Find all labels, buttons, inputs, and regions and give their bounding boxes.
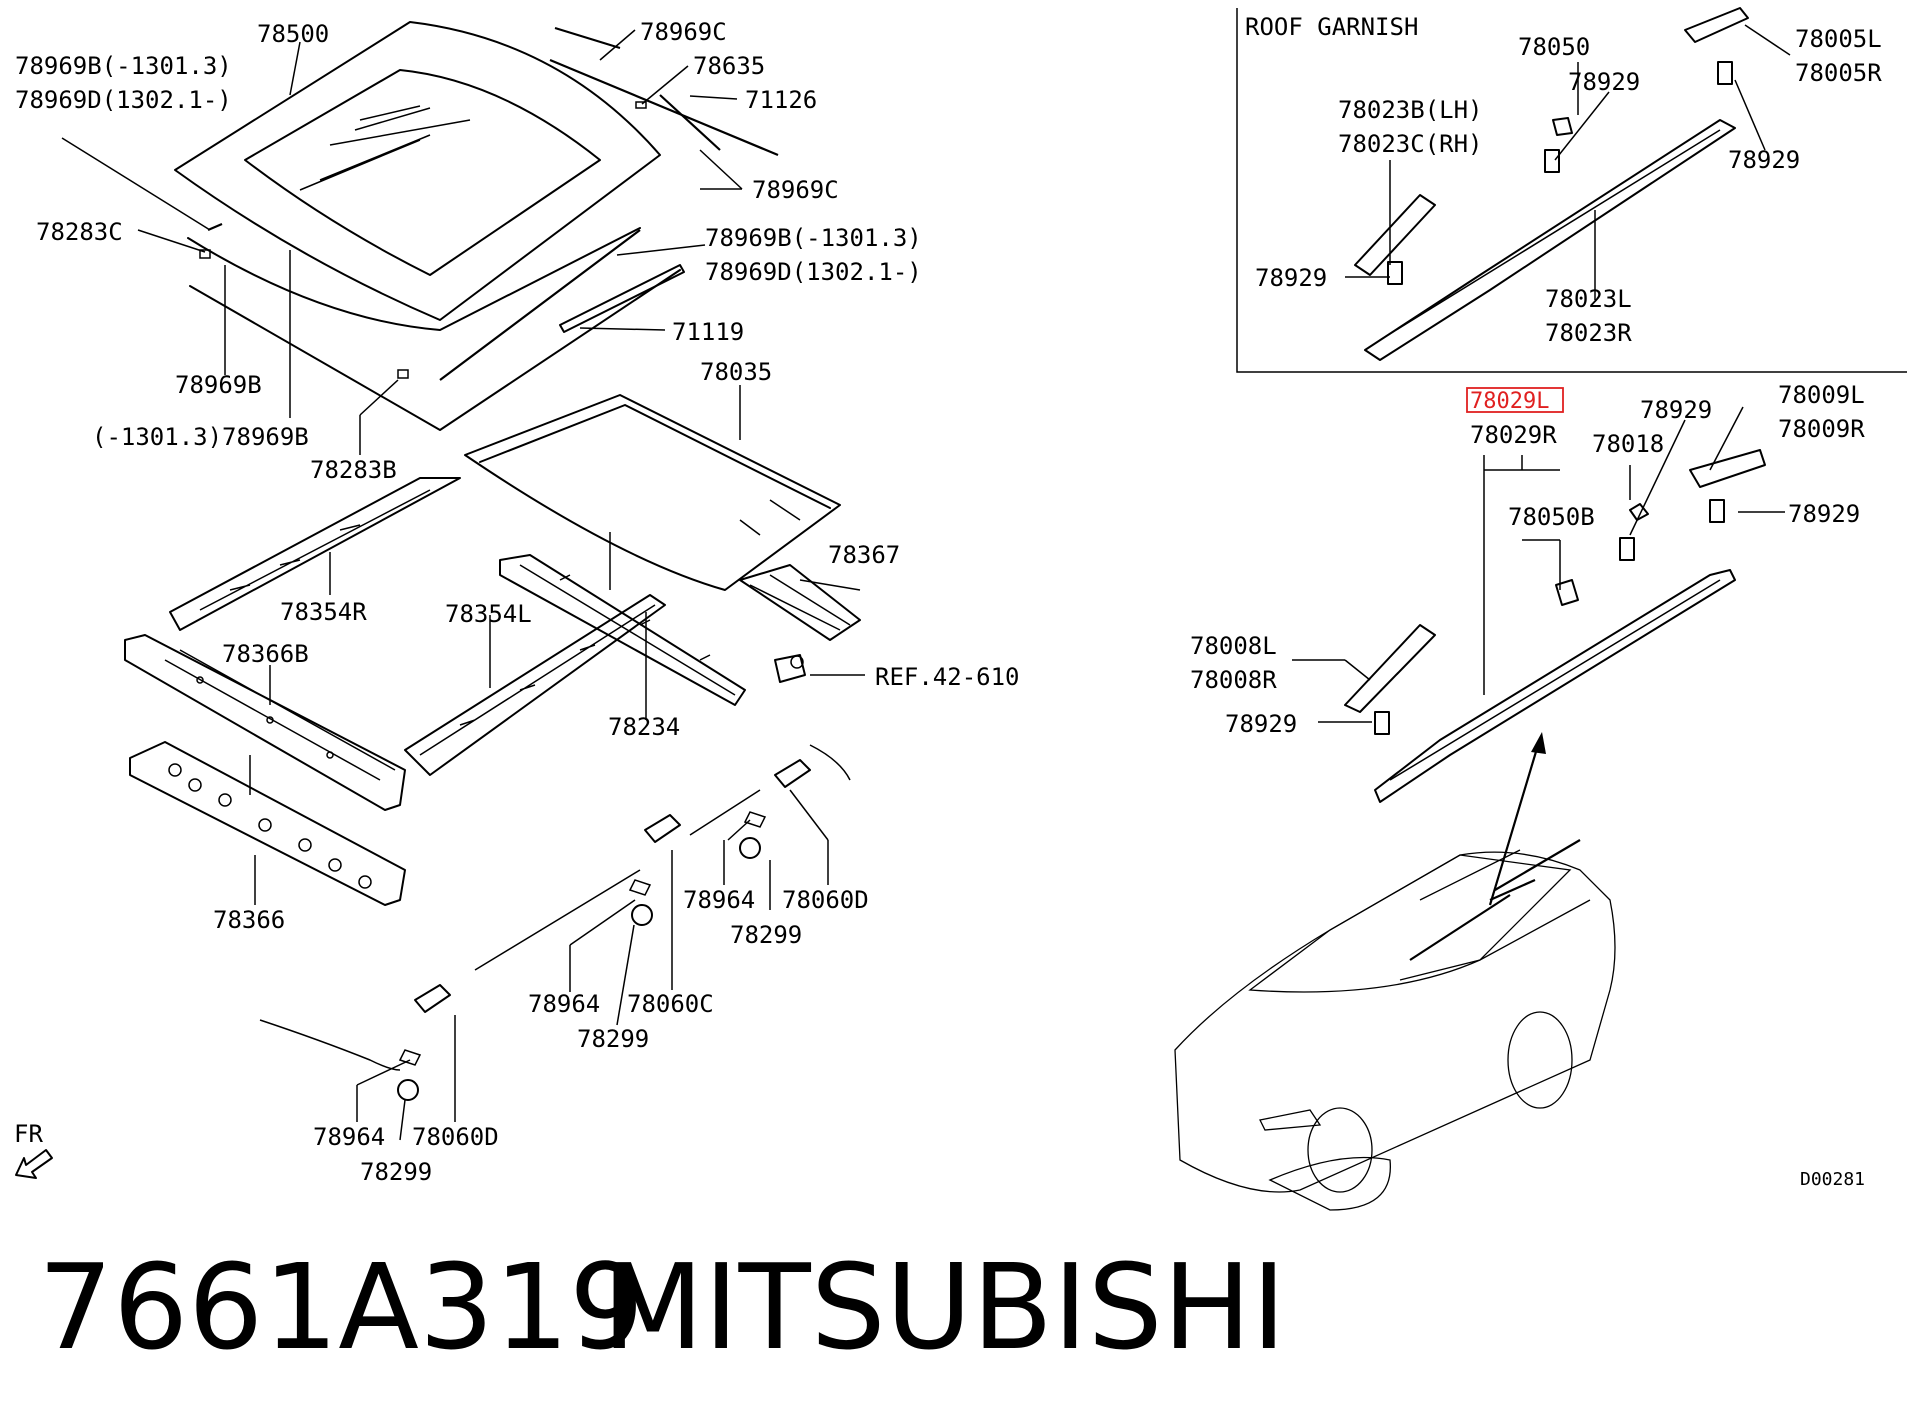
roof-headliner-78035 <box>464 394 841 591</box>
roof-bow-78366 <box>129 741 406 906</box>
callout: 78929 <box>1255 264 1327 292</box>
callout: 78354R <box>280 598 367 626</box>
roof-bow-78366b <box>124 634 406 811</box>
roof-molding-strips <box>199 26 779 381</box>
part-number: 7661A319 <box>38 1238 644 1376</box>
callout: 78964 <box>683 886 755 914</box>
roof-rail-78354r <box>169 477 461 631</box>
brand-name: MITSUBISHI <box>602 1238 1286 1376</box>
callout: 78299 <box>577 1025 649 1053</box>
callout: 78009R <box>1778 415 1865 443</box>
callout: 78929 <box>1225 710 1297 738</box>
callout: 78366B <box>222 640 309 668</box>
callout-highlighted: 78029L <box>1470 389 1549 414</box>
callout: 78023L <box>1545 285 1632 313</box>
callout: 78366 <box>213 906 285 934</box>
callout: 78964 <box>313 1123 385 1151</box>
callout: 78969D(1302.1-) <box>705 258 922 286</box>
callout-labels: 78500 78969C 78635 71126 78969C 78969B(-… <box>14 13 1882 1190</box>
body-side-outline <box>259 744 851 1071</box>
detail-arrow <box>1488 732 1546 906</box>
callout: 78969D(1302.1-) <box>15 86 232 114</box>
callout: 78008L <box>1190 632 1277 660</box>
roof-garnish-inset <box>1236 7 1907 373</box>
callout: 78018 <box>1592 430 1664 458</box>
callout: 78029R <box>1470 421 1557 449</box>
roof-bow-78234 <box>499 554 746 706</box>
callout: 71119 <box>672 318 744 346</box>
callout: 78929 <box>1728 146 1800 174</box>
direction-label: FR <box>14 1120 43 1148</box>
roof-rail-78354l <box>404 594 666 776</box>
callout: 78929 <box>1788 500 1860 528</box>
callout: 78035 <box>700 358 772 386</box>
roof-glass-panel <box>174 21 681 431</box>
callout: 78283B <box>310 456 397 484</box>
callout: 78969C <box>640 18 727 46</box>
callout: 78969B(-1301.3) <box>15 52 232 80</box>
drawing-code: D00281 <box>1800 1169 1865 1190</box>
callout: 78969C <box>752 176 839 204</box>
callout: 78050 <box>1518 33 1590 61</box>
callout: 78234 <box>608 713 680 741</box>
callout: 78050B <box>1508 503 1595 531</box>
callout: 78299 <box>730 921 802 949</box>
callout: 78299 <box>360 1158 432 1186</box>
callout: 78367 <box>828 541 900 569</box>
callout: 78009L <box>1778 381 1865 409</box>
callout: 78023R <box>1545 319 1632 347</box>
callout: REF.42-610 <box>875 663 1020 691</box>
callout: 78969B(-1301.3) <box>705 224 922 252</box>
inset-title: ROOF GARNISH <box>1245 13 1418 41</box>
callout: 78005R <box>1795 59 1882 87</box>
highlight-box <box>1466 387 1564 413</box>
vehicle-outline <box>1174 839 1616 1211</box>
fastener-clips <box>397 759 811 1101</box>
callout: 78929 <box>1640 396 1712 424</box>
callout: 78969B <box>175 371 262 399</box>
callout: 78354L <box>445 600 532 628</box>
ref-clip <box>774 654 806 683</box>
callout: 78008R <box>1190 666 1277 694</box>
callout: 78929 <box>1568 68 1640 96</box>
callout: (-1301.3)78969B <box>92 423 309 451</box>
callout: 78005L <box>1795 25 1882 53</box>
roof-rail-assembly <box>1344 449 1766 803</box>
callout: 78635 <box>693 52 765 80</box>
callout: 78060D <box>412 1123 499 1151</box>
callout: 78023C(RH) <box>1338 130 1483 158</box>
callout: 78283C <box>36 218 123 246</box>
front-direction-arrow-icon <box>15 1149 53 1179</box>
callout: 78060D <box>782 886 869 914</box>
roof-bow-78367 <box>739 564 861 641</box>
callout: 71126 <box>745 86 817 114</box>
callout: 78964 <box>528 990 600 1018</box>
callout: 78500 <box>257 20 329 48</box>
callout: 78023B(LH) <box>1338 96 1483 124</box>
leader-lines <box>61 24 1791 1141</box>
callout: 78060C <box>627 990 714 1018</box>
